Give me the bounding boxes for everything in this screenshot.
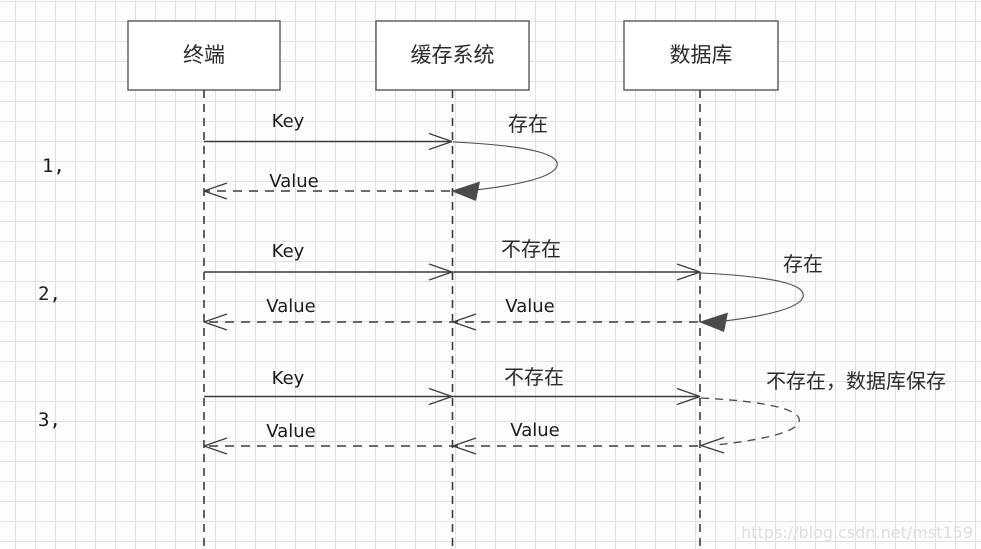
- section-3-number: 3,: [38, 409, 61, 431]
- section-3-key-label: Key: [272, 368, 305, 389]
- arrowhead-right-open-icon: [676, 387, 701, 406]
- arrowhead-right-open-icon: [676, 263, 701, 281]
- participant-label-cache: 缓存系统: [411, 43, 495, 67]
- arrowhead-left-open-icon: [203, 313, 228, 331]
- arrowhead-left-open-icon: [452, 437, 477, 455]
- arrowhead-left-filled-icon: [699, 312, 728, 332]
- section-1-status-label: 存在: [508, 112, 548, 136]
- section-1-value-label: Value: [269, 171, 318, 192]
- arrowhead-right-open-icon: [428, 263, 453, 281]
- section-3-self-loop-database: [700, 397, 800, 446]
- section-2-key-label: Key: [272, 241, 305, 262]
- arrowhead-left-open-icon: [203, 182, 228, 200]
- participant-box-cache: [375, 20, 530, 91]
- section-3-value-label-cache: Value: [266, 421, 315, 442]
- section-2-cache-status-label: 不存在: [501, 237, 561, 261]
- arrowhead-right-open-icon: [428, 387, 453, 406]
- arrowhead-left-open-icon: [203, 437, 228, 455]
- section-2-value-label-cache: Value: [266, 296, 315, 317]
- section-2-value-label-db: Value: [505, 296, 554, 317]
- section-1-key-label: Key: [272, 111, 305, 132]
- section-3-db-status-label: 不存在，数据库保存: [766, 369, 946, 393]
- section-1-self-loop-cache: [452, 141, 558, 192]
- participant-label-terminal: 终端: [183, 43, 225, 67]
- section-2-self-loop-database: [700, 272, 804, 323]
- section-2-number: 2,: [38, 283, 61, 305]
- section-2-db-status-label: 存在: [783, 252, 823, 276]
- participant-box-terminal: [127, 20, 281, 91]
- participant-box-database: [623, 20, 779, 91]
- watermark-text: https://blog.csdn.net/mst159: [741, 523, 973, 542]
- arrowhead-right-open-icon: [428, 132, 453, 151]
- section-1-number: 1,: [42, 155, 65, 177]
- arrowhead-left-open-icon: [452, 313, 477, 331]
- arrowhead-left-filled-icon: [451, 181, 480, 201]
- arrowhead-left-open-icon: [700, 436, 725, 454]
- participant-label-database: 数据库: [670, 43, 733, 67]
- section-3-value-label-db: Value: [510, 420, 559, 441]
- section-3-cache-status-label: 不存在: [504, 365, 564, 389]
